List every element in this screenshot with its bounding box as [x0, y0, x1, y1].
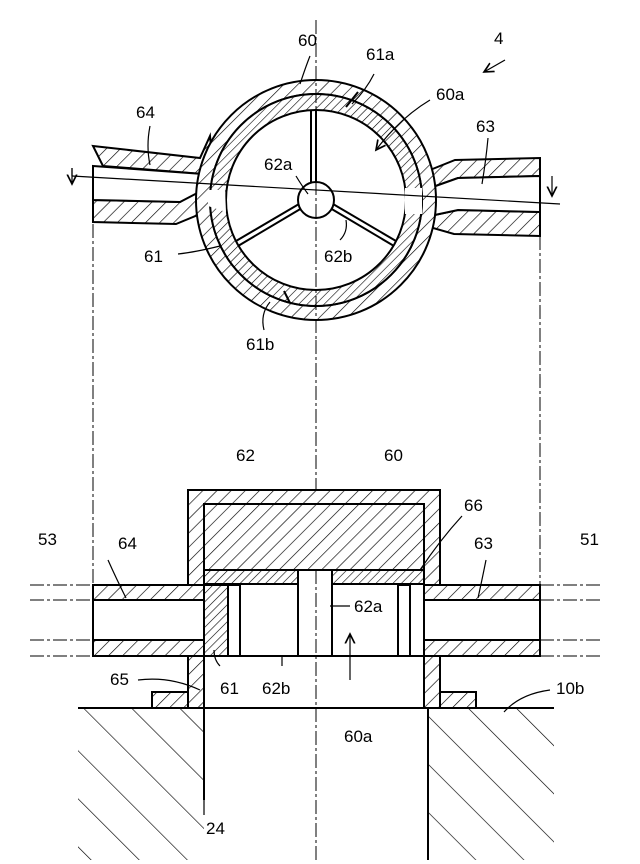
- label-top-61: 61: [144, 247, 163, 266]
- label-sec-60: 60: [384, 446, 403, 465]
- label-sec-62b: 62b: [262, 679, 290, 698]
- pipe-63-bore: [429, 174, 541, 218]
- label-top-62b: 62b: [324, 247, 352, 266]
- liner-61-section: [203, 584, 229, 657]
- pipe-64-section: [92, 584, 205, 601]
- label-sec-65: 65: [110, 670, 129, 689]
- label-sec-24: 24: [206, 819, 225, 838]
- pipe-63-section: [423, 584, 541, 601]
- label-top-61a: 61a: [366, 45, 395, 64]
- label-sec-64: 64: [118, 534, 137, 553]
- label-sec-51: 51: [580, 530, 599, 549]
- label-top-60a: 60a: [436, 85, 465, 104]
- label-top-64: 64: [136, 103, 155, 122]
- label-sec-63: 63: [474, 534, 493, 553]
- label-sec-10b: 10b: [556, 679, 584, 698]
- leader-lines: [107, 55, 551, 815]
- label-sec-61: 61: [220, 679, 239, 698]
- top-view: [72, 20, 561, 340]
- section-view: [30, 489, 600, 860]
- label-sec-62: 62: [236, 446, 255, 465]
- label-top-63: 63: [476, 117, 495, 136]
- plate-66: [203, 569, 299, 585]
- label-top-61b: 61b: [246, 335, 274, 354]
- label-sec-62a: 62a: [354, 597, 383, 616]
- label-fig-4: 4: [494, 29, 503, 48]
- label-top-60: 60: [298, 31, 317, 50]
- projection-lines: [92, 224, 541, 860]
- label-top-62a: 62a: [264, 155, 293, 174]
- pipe-64-bore: [92, 164, 204, 204]
- base-10b-right: [428, 708, 554, 860]
- base-10b-left: [78, 708, 204, 860]
- label-sec-60a: 60a: [344, 727, 373, 746]
- rotor-62: [203, 503, 425, 571]
- spoke-right: [329, 207, 395, 247]
- label-sec-53: 53: [38, 530, 57, 549]
- spoke-left: [237, 207, 303, 247]
- labels: 4 60 61a 60a 64 63 62a 61 62b 61b 62 60 …: [38, 29, 599, 838]
- label-sec-66: 66: [464, 496, 483, 515]
